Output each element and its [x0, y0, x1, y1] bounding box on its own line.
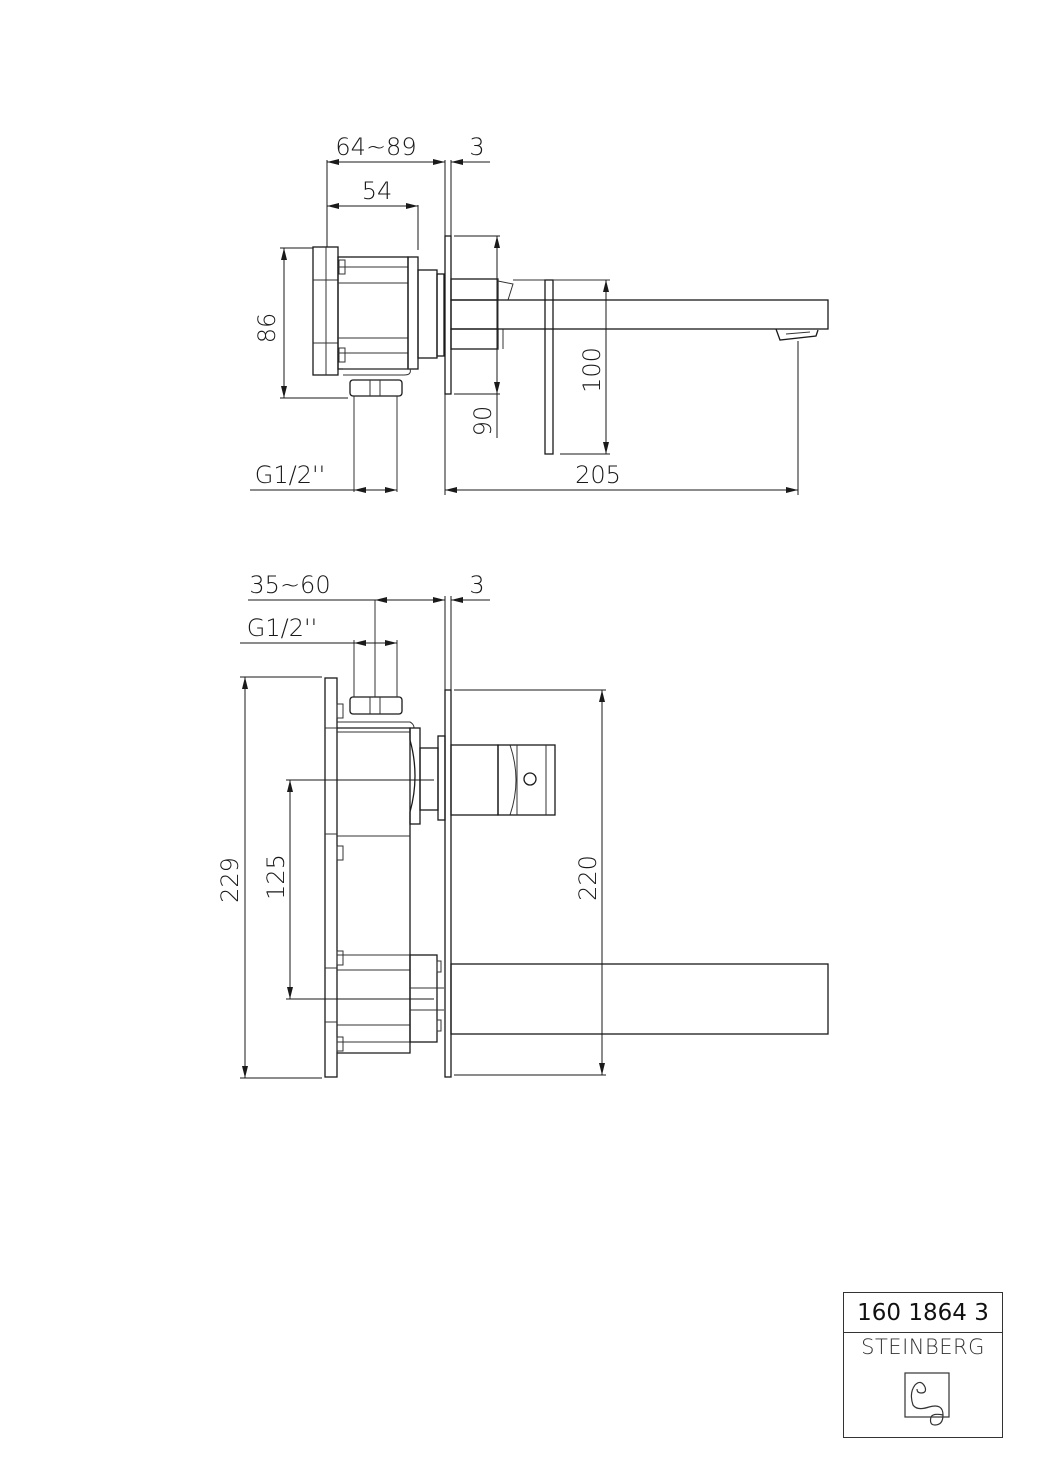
dim-body-depth: 54	[362, 177, 393, 205]
dim-plate-thickness-top: 3	[469, 133, 484, 161]
dim-connection-top: G1/2''	[255, 461, 325, 489]
dim-lever-height: 100	[578, 347, 606, 393]
brand-name: STEINBERG	[861, 1335, 985, 1359]
dim-plate-thickness-front: 3	[469, 571, 484, 599]
dim-install-depth-front: 35~60	[249, 571, 330, 599]
dim-connection-front: G1/2''	[247, 614, 317, 642]
dim-plate-height-top: 90	[469, 406, 497, 437]
dim-spout-projection: 205	[575, 461, 621, 489]
front-view: 35~60 3 G1/2'' 229 125 220	[216, 571, 829, 1079]
dim-axis-distance: 125	[262, 854, 290, 900]
title-block: 160 1864 3 STEINBERG	[843, 1292, 1003, 1438]
article-number: 160 1864 3	[844, 1293, 1002, 1333]
dim-install-depth-top: 64~89	[335, 133, 416, 161]
dim-plate-height-front: 220	[574, 855, 602, 901]
steinberg-logo-icon	[904, 1372, 950, 1426]
dim-body-height-top: 86	[253, 313, 281, 344]
dim-body-height-front: 229	[216, 857, 244, 903]
side-view: 64~89 3 54 86 90 100 205 G1/2''	[250, 133, 829, 495]
